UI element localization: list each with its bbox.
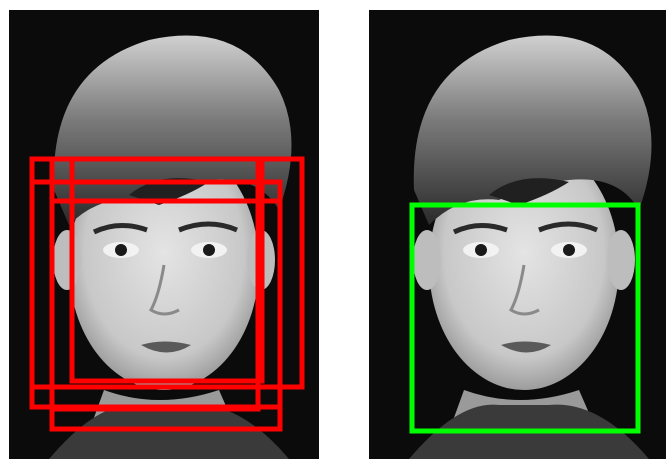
photo-panel-before — [9, 10, 319, 459]
detection-box — [49, 198, 283, 432]
detection-box — [69, 156, 265, 384]
portrait-image — [9, 10, 319, 459]
portrait-image — [369, 10, 666, 459]
hair-shape — [413, 35, 652, 225]
detection-box-green — [409, 202, 641, 434]
detection-boxes-red — [29, 156, 305, 432]
photo-panel-after — [369, 10, 666, 459]
hair-shape — [53, 35, 292, 225]
